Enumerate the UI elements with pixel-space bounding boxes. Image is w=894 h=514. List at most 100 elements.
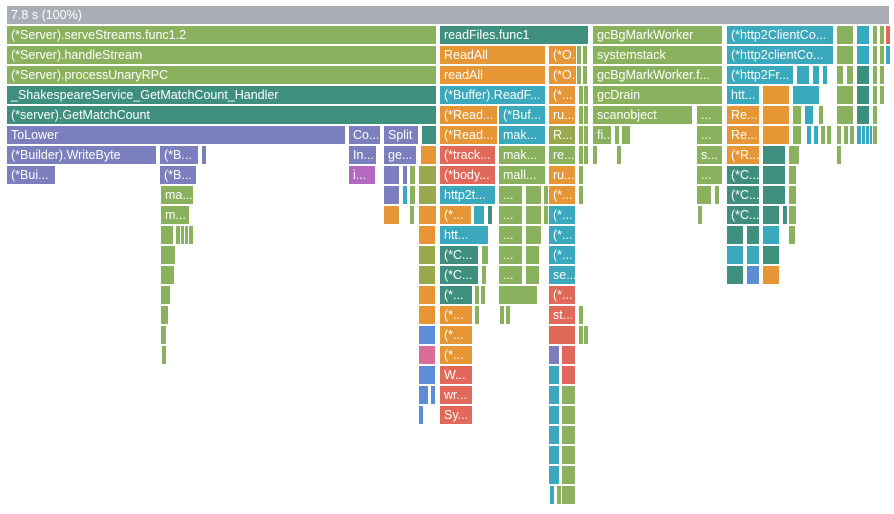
flame-frame[interactable]: i... <box>348 165 376 185</box>
flame-frame[interactable]: m... <box>160 205 190 225</box>
flame-frame[interactable]: (*http2Fr... <box>726 65 794 85</box>
flame-frame[interactable] <box>548 385 560 405</box>
flame-frame[interactable] <box>836 65 844 85</box>
flame-frame[interactable]: ... <box>696 105 723 125</box>
flame-frame[interactable] <box>726 265 744 285</box>
flame-frame[interactable] <box>418 165 437 185</box>
flame-frame[interactable]: htt... <box>726 85 760 105</box>
flame-frame[interactable] <box>418 345 436 365</box>
flame-frame[interactable]: R... <box>548 125 576 145</box>
flame-frame[interactable]: (*B... <box>159 145 199 165</box>
flame-frame[interactable] <box>856 65 870 85</box>
flame-frame[interactable] <box>473 205 485 225</box>
flame-frame[interactable] <box>576 65 582 85</box>
flame-frame[interactable] <box>879 65 885 85</box>
flame-frame[interactable] <box>746 265 760 285</box>
flame-frame[interactable] <box>525 245 540 265</box>
flame-frame[interactable] <box>160 265 175 285</box>
flame-frame[interactable] <box>548 405 560 425</box>
flame-frame[interactable]: (*... <box>548 185 576 205</box>
flame-frame[interactable]: ... <box>498 265 523 285</box>
flame-frame[interactable] <box>849 125 855 145</box>
flame-frame[interactable] <box>499 305 505 325</box>
flame-frame[interactable]: _ShakespeareService_GetMatchCount_Handle… <box>6 85 437 105</box>
flame-frame[interactable] <box>418 225 436 245</box>
flame-frame[interactable] <box>879 85 885 105</box>
flame-frame[interactable] <box>402 185 408 205</box>
flame-frame[interactable]: ... <box>696 125 723 145</box>
flame-frame[interactable] <box>872 85 878 105</box>
flame-frame[interactable]: W... <box>439 365 473 385</box>
flame-frame[interactable]: readFiles.func1 <box>439 25 589 45</box>
flame-frame[interactable]: ge... <box>383 145 417 165</box>
flame-frame[interactable]: (*... <box>439 285 473 305</box>
flame-frame[interactable] <box>578 185 584 205</box>
flame-frame[interactable]: ... <box>498 185 523 205</box>
flame-frame[interactable] <box>762 125 790 145</box>
flame-frame[interactable] <box>818 105 824 125</box>
flame-frame[interactable] <box>418 185 437 205</box>
flame-frame[interactable] <box>409 165 416 185</box>
flame-frame[interactable] <box>746 225 760 245</box>
flame-frame[interactable] <box>762 165 786 185</box>
flame-frame[interactable]: (*... <box>548 285 576 305</box>
flame-frame[interactable] <box>160 245 176 265</box>
flame-frame[interactable] <box>846 65 854 85</box>
flame-frame[interactable] <box>161 345 167 365</box>
flame-frame[interactable]: (*server).GetMatchCount <box>6 105 437 125</box>
flame-frame[interactable] <box>548 345 560 365</box>
flame-frame[interactable] <box>402 165 408 185</box>
flame-frame[interactable] <box>856 105 870 125</box>
flame-frame[interactable]: (*Bui... <box>6 165 56 185</box>
flame-frame[interactable] <box>885 25 891 45</box>
flame-frame[interactable] <box>505 305 511 325</box>
flame-frame[interactable] <box>872 105 878 125</box>
flame-frame[interactable] <box>418 285 436 305</box>
flame-frame[interactable] <box>885 45 891 65</box>
flame-frame[interactable] <box>421 125 437 145</box>
flame-frame[interactable] <box>578 305 584 325</box>
flame-frame[interactable]: gcBgMarkWorker.f... <box>592 65 723 85</box>
flame-frame[interactable] <box>418 365 436 385</box>
flame-frame[interactable] <box>820 125 826 145</box>
flame-frame[interactable]: wr... <box>439 385 473 405</box>
flame-frame[interactable]: mak... <box>498 125 546 145</box>
flame-frame[interactable] <box>836 105 854 125</box>
flame-frame[interactable] <box>812 65 820 85</box>
flame-frame[interactable] <box>872 25 878 45</box>
flame-frame[interactable] <box>836 125 842 145</box>
flame-frame[interactable]: (*... <box>548 205 576 225</box>
flame-frame[interactable] <box>836 25 854 45</box>
flame-frame[interactable]: (*... <box>439 205 472 225</box>
flamegraph-root-frame[interactable]: 7.8 s (100%) <box>6 5 890 25</box>
flame-frame[interactable] <box>616 145 622 165</box>
flame-frame[interactable] <box>418 205 437 225</box>
flame-frame[interactable] <box>578 165 584 185</box>
flame-frame[interactable]: ru... <box>548 105 576 125</box>
flame-frame[interactable]: htt... <box>439 225 489 245</box>
flame-frame[interactable]: re... <box>548 145 576 165</box>
flame-frame[interactable] <box>762 145 786 165</box>
flame-frame[interactable] <box>548 445 560 465</box>
flame-frame[interactable]: readAll <box>439 65 546 85</box>
flame-frame[interactable] <box>592 145 598 165</box>
flame-frame[interactable] <box>762 185 786 205</box>
flame-frame[interactable]: (*Read... <box>439 105 498 125</box>
flame-frame[interactable] <box>418 245 436 265</box>
flame-frame[interactable] <box>548 465 560 485</box>
flame-frame[interactable] <box>879 45 885 65</box>
flame-frame[interactable] <box>879 25 885 45</box>
flame-frame[interactable] <box>481 265 487 285</box>
flame-frame[interactable]: (*C... <box>726 205 760 225</box>
flame-frame[interactable] <box>576 45 582 65</box>
flame-frame[interactable]: (*... <box>548 225 576 245</box>
flame-frame[interactable]: fi... <box>592 125 612 145</box>
flame-frame[interactable] <box>525 225 542 245</box>
flame-frame[interactable] <box>856 45 870 65</box>
flame-frame[interactable] <box>872 125 878 145</box>
flame-frame[interactable] <box>788 185 797 205</box>
flame-frame[interactable]: (*track... <box>439 145 496 165</box>
flame-frame[interactable] <box>788 225 796 245</box>
flame-frame[interactable] <box>480 285 486 305</box>
flame-frame[interactable]: (*Server).handleStream <box>6 45 437 65</box>
